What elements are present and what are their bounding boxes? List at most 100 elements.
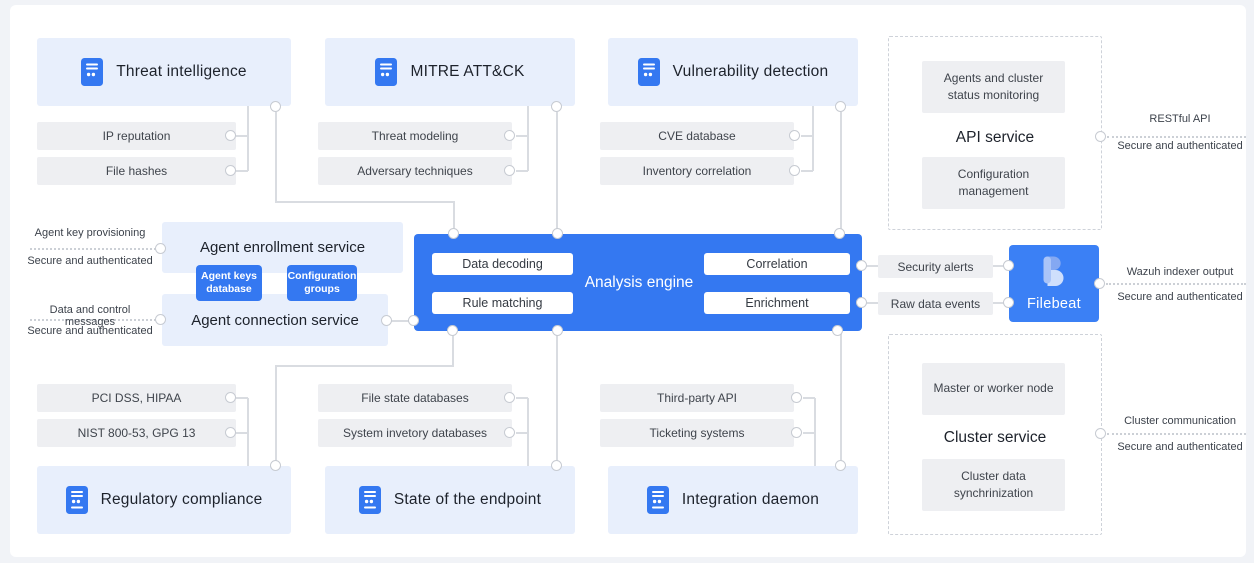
connector-node	[789, 130, 800, 141]
connector-line	[866, 265, 878, 267]
module-mitre-attack: MITRE ATT&CK	[325, 38, 575, 106]
connector-line	[247, 106, 249, 171]
api-service-container: Agents and cluster status monitoring API…	[888, 36, 1102, 230]
connector-node	[504, 165, 515, 176]
module-title: MITRE ATT&CK	[410, 63, 525, 80]
connector-line	[866, 302, 878, 304]
module-title: Integration daemon	[681, 491, 820, 508]
connector-node	[835, 460, 846, 471]
connector-node	[225, 130, 236, 141]
connector-node	[1095, 131, 1106, 142]
connector-node	[832, 325, 843, 336]
service-title: Agent connection service	[191, 311, 359, 329]
output-item: Security alerts	[878, 255, 993, 278]
module-item: CVE database	[600, 122, 794, 150]
connector-label: RESTful API	[1149, 113, 1211, 125]
connector-line	[527, 106, 529, 171]
connector-label: Secure and authenticated	[1117, 291, 1243, 303]
dotted-connector-line	[1107, 433, 1246, 435]
api-service-item: Configuration management	[922, 157, 1065, 209]
connector-node	[1003, 297, 1014, 308]
connector-node	[834, 228, 845, 239]
service-title: Agent enrollment service	[199, 239, 366, 256]
module-title: State of the endpoint	[393, 491, 542, 508]
connector-line	[801, 135, 813, 137]
connector-label: Secure and authenticated	[27, 255, 153, 267]
engine-step: Rule matching	[432, 292, 573, 314]
connector-node	[856, 260, 867, 271]
connector-line	[275, 112, 277, 202]
connector-node	[270, 460, 281, 471]
module-item: Adversary techniques	[318, 157, 512, 185]
module-item: Threat modeling	[318, 122, 512, 150]
connector-node	[504, 392, 515, 403]
connector-line	[275, 366, 277, 461]
output-item: Raw data events	[878, 292, 993, 315]
connector-node	[551, 101, 562, 112]
connector-line	[516, 432, 528, 434]
document-icon	[646, 486, 669, 514]
connector-line	[390, 320, 412, 322]
document-icon	[375, 58, 398, 86]
api-service-title: API service	[955, 129, 1035, 146]
module-item: PCI DSS, HIPAA	[37, 384, 236, 412]
connector-line	[993, 265, 1006, 267]
connector-label: Wazuh indexer output	[1126, 266, 1234, 278]
cluster-service-title: Cluster service	[943, 429, 1047, 446]
module-title: Threat intelligence	[116, 63, 247, 80]
connector-node	[835, 101, 846, 112]
module-item: File hashes	[37, 157, 236, 185]
connector-node	[791, 427, 802, 438]
connector-line	[236, 170, 248, 172]
engine-step: Data decoding	[432, 253, 573, 275]
connector-line	[453, 201, 455, 234]
dotted-connector-line	[1106, 283, 1246, 285]
connector-line	[803, 397, 815, 399]
module-item: System invetory databases	[318, 419, 512, 447]
connector-node	[408, 315, 419, 326]
connector-node	[504, 130, 515, 141]
connector-node	[552, 325, 563, 336]
connector-line	[452, 333, 454, 366]
module-item: Third-party API	[600, 384, 794, 412]
connector-node	[448, 228, 459, 239]
connector-node	[789, 165, 800, 176]
connector-node	[381, 315, 392, 326]
connector-node	[856, 297, 867, 308]
cluster-service-item: Cluster data synchrinization	[922, 459, 1065, 511]
engine-step: Correlation	[704, 253, 850, 275]
filebeat-label: Filebeat	[1027, 296, 1081, 312]
dotted-connector-line	[1107, 136, 1246, 138]
connector-line	[840, 334, 842, 461]
connector-line	[516, 397, 528, 399]
connector-node	[270, 101, 281, 112]
connector-line	[556, 112, 558, 234]
connector-node	[447, 325, 458, 336]
connector-line	[803, 432, 815, 434]
connector-line	[516, 170, 528, 172]
connector-line	[516, 135, 528, 137]
module-item: Inventory correlation	[600, 157, 794, 185]
connector-line	[556, 334, 558, 461]
connector-line	[236, 397, 248, 399]
document-icon	[65, 486, 88, 514]
connector-line	[993, 302, 1006, 304]
module-item: Ticketing systems	[600, 419, 794, 447]
connector-line	[236, 432, 248, 434]
connector-line	[275, 201, 455, 203]
connector-label: Secure and authenticated	[1117, 441, 1243, 453]
module-state-of-endpoint: State of the endpoint	[325, 466, 575, 534]
connector-node	[225, 392, 236, 403]
connector-node	[791, 392, 802, 403]
module-vulnerability-detection: Vulnerability detection	[608, 38, 858, 106]
connector-node	[155, 243, 166, 254]
module-item: NIST 800-53, GPG 13	[37, 419, 236, 447]
connector-label: Data and control messages	[49, 304, 131, 328]
agent-enrollment-service-box: Agent enrollment service	[162, 222, 403, 273]
module-regulatory-compliance: Regulatory compliance	[37, 466, 291, 534]
connector-node	[1094, 278, 1105, 289]
connector-label: Agent key provisioning	[34, 227, 146, 239]
connector-line	[840, 112, 842, 234]
connector-node	[504, 427, 515, 438]
